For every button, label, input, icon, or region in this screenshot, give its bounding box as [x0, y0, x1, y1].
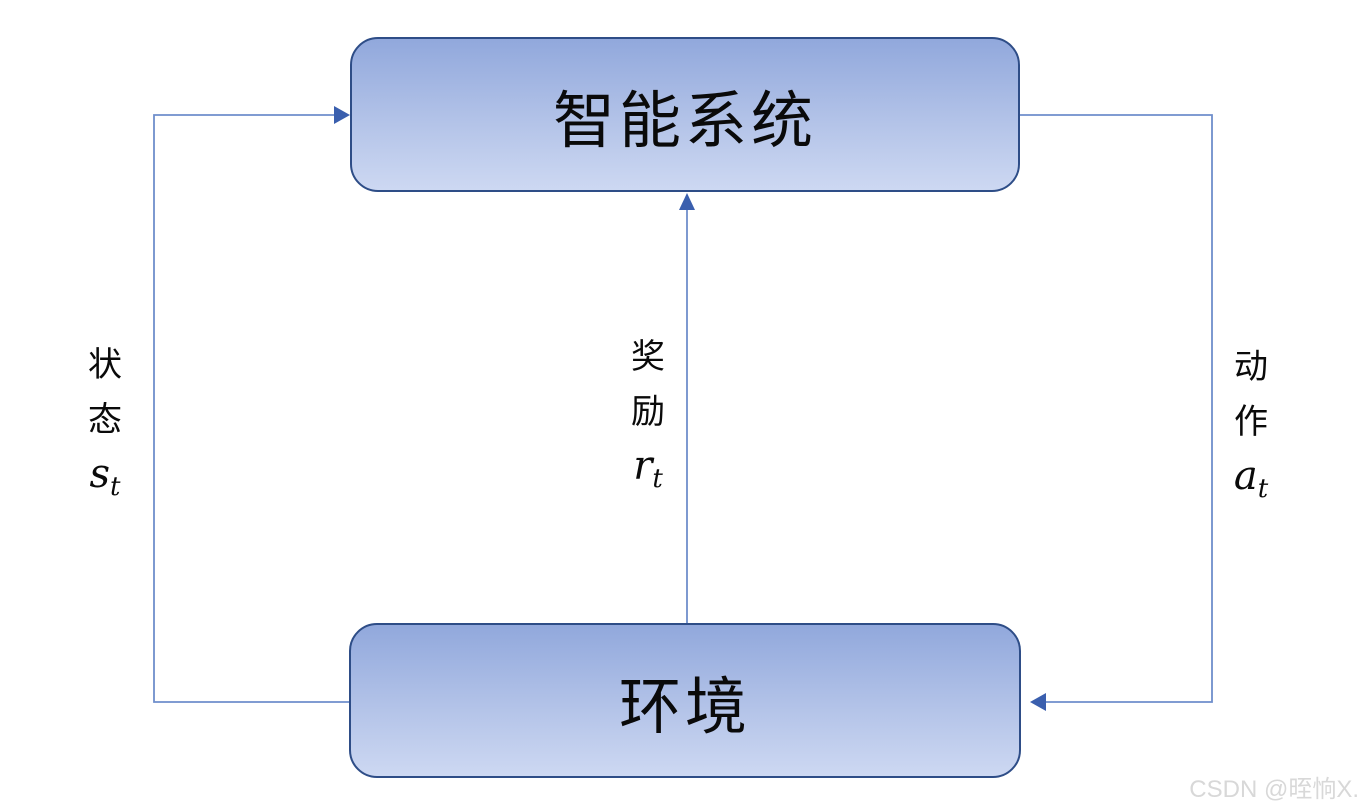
state-arrow: [153, 106, 350, 703]
reward-arrow: [679, 193, 695, 623]
action-edge-label: 动 作 at: [1201, 340, 1301, 502]
watermark: CSDN @晊恦X.: [1189, 776, 1359, 803]
state-symbol-letter: s: [89, 451, 111, 497]
reward-label-char-1: 奖: [631, 338, 665, 376]
state-symbol: st: [55, 448, 155, 500]
reward-edge-label: 奖 励 rt: [598, 330, 698, 492]
reward-symbol: rt: [598, 440, 698, 492]
environment-node: 环境: [349, 623, 1021, 778]
agent-node-label: 智能系统: [552, 86, 817, 156]
action-symbol-letter: a: [1233, 453, 1258, 499]
action-symbol: at: [1201, 450, 1301, 502]
action-label-char-1: 动: [1234, 348, 1268, 386]
action-arrow: [1020, 114, 1213, 711]
reward-symbol-subscript: t: [652, 464, 663, 494]
agent-node: 智能系统: [350, 37, 1020, 192]
state-label-char-2: 态: [88, 401, 122, 439]
action-label-char-2: 作: [1234, 403, 1268, 441]
state-edge-label: 状 态 st: [55, 338, 155, 500]
reward-symbol-letter: r: [633, 443, 653, 489]
state-symbol-subscript: t: [110, 472, 121, 502]
reward-label-char-2: 励: [631, 393, 665, 431]
action-symbol-subscript: t: [1257, 474, 1269, 504]
state-label-char-1: 状: [88, 346, 122, 384]
environment-node-label: 环境: [618, 672, 751, 742]
